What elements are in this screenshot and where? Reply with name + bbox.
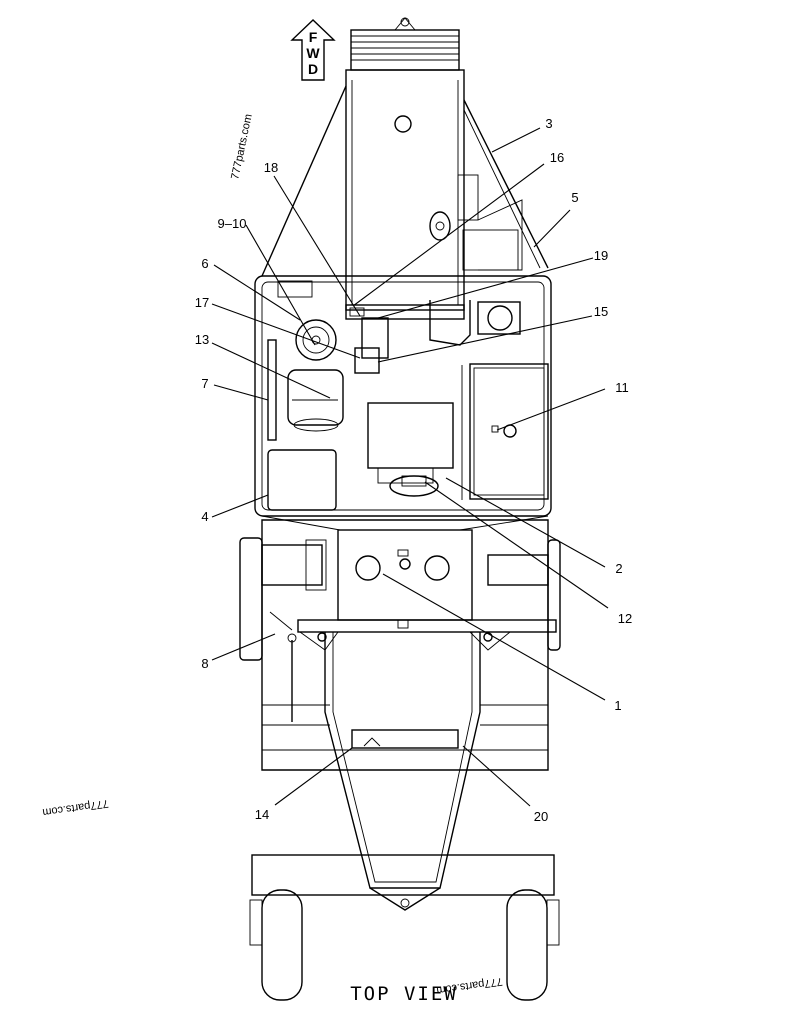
fwd-letter-w: W [306,45,320,61]
callout-9-10: 9–10 [218,216,247,231]
callout-2: 2 [615,561,622,576]
callout-16: 16 [550,150,564,165]
fwd-letter-f: F [309,29,318,45]
callout-20: 20 [534,809,548,824]
callout-1: 1 [614,698,621,713]
callout-19: 19 [594,248,608,263]
callout-15: 15 [594,304,608,319]
callout-7: 7 [201,376,208,391]
callout-8: 8 [201,656,208,671]
watermark-bottom: 777parts.com [436,975,504,996]
callout-17: 17 [195,295,209,310]
callout-3: 3 [545,116,552,131]
callout-6: 6 [201,256,208,271]
watermark-top: 777parts.com [229,113,255,181]
watermark-left: 777parts.com [42,797,110,818]
fwd-arrow: F W D [290,19,336,81]
machine-outline [239,17,561,1001]
leader-lines [211,127,609,807]
callout-5: 5 [571,190,578,205]
view-title: TOP VIEW [350,983,458,1005]
callout-14: 14 [255,807,269,822]
callout-4: 4 [201,509,208,524]
fwd-letter-d: D [308,61,318,77]
callout-11: 11 [615,380,629,395]
callout-labels: 1 2 3 4 5 6 7 8 9–10 11 12 13 14 15 16 1… [195,116,632,824]
callout-12: 12 [618,611,632,626]
callout-13: 13 [195,332,209,347]
callout-18: 18 [264,160,278,175]
